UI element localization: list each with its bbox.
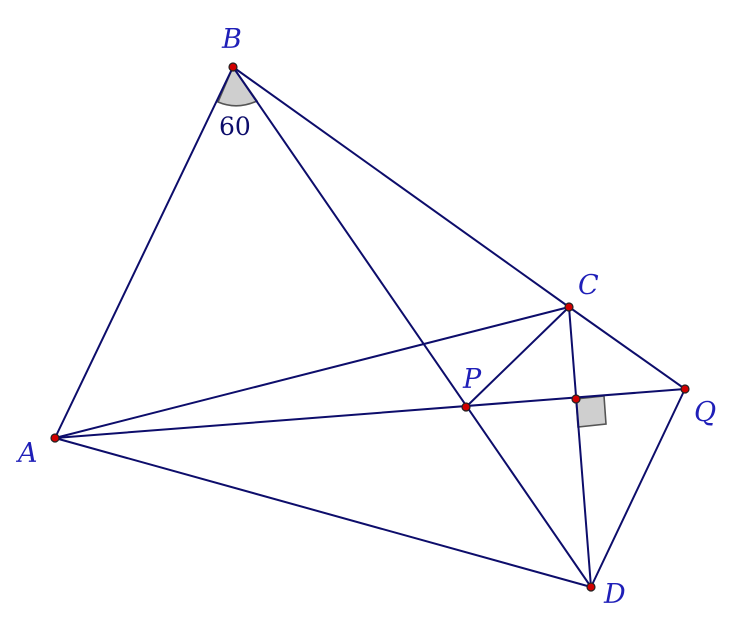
segment-cp bbox=[465, 306, 570, 408]
label-q: Q bbox=[694, 397, 716, 428]
segment-cq bbox=[568, 306, 686, 390]
point-c bbox=[564, 302, 574, 312]
segment-ab bbox=[54, 66, 234, 439]
segment-ac bbox=[54, 306, 570, 439]
label-c: C bbox=[578, 270, 599, 301]
label-d: D bbox=[603, 579, 626, 610]
segment-qd bbox=[590, 388, 686, 588]
segment-bc bbox=[232, 66, 570, 308]
point-a bbox=[50, 433, 60, 443]
point-d bbox=[586, 582, 596, 592]
label-a: A bbox=[15, 438, 38, 469]
segment-cd bbox=[568, 306, 592, 588]
label-p: P bbox=[462, 364, 482, 395]
label-b: B bbox=[221, 24, 242, 55]
point-foot bbox=[571, 394, 581, 404]
segment-ad bbox=[54, 437, 592, 588]
point-p bbox=[461, 402, 471, 412]
point-q bbox=[680, 384, 690, 394]
segment-bd bbox=[232, 66, 592, 588]
angle-label-60: 60 bbox=[219, 112, 251, 141]
point-b bbox=[228, 62, 238, 72]
right-angle-marker bbox=[575, 395, 607, 428]
